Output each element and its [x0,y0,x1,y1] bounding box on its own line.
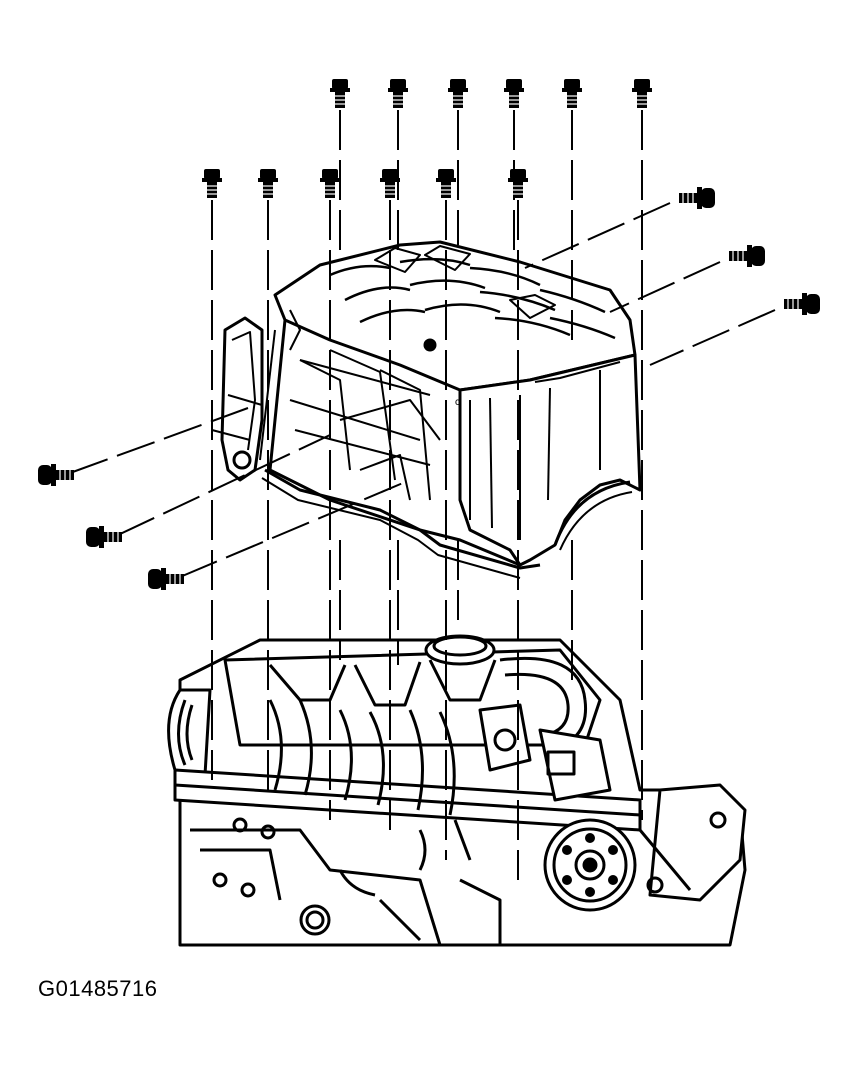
bolt-icon [387,78,409,109]
bolts-left-side [37,463,185,591]
bolt-icon [447,78,469,109]
bolt-icon [678,186,716,210]
bolt-icon [257,168,279,199]
figure-id-label: G01485716 [38,976,158,1001]
bolt-icon [631,78,653,109]
bolt-icon [319,168,341,199]
bolt-icon [329,78,351,109]
bolt-icon [201,168,223,199]
engine-block [167,634,747,947]
bolt-icon [147,567,185,591]
svg-text:c: c [455,397,460,408]
left-bracket [211,316,264,482]
alignment-lines [69,110,776,880]
bolt-icon [561,78,583,109]
bolt-icon [503,78,525,109]
bolt-icon [435,168,457,199]
bolt-icon [783,292,821,316]
bolt-icon [728,244,766,268]
bolts-front-row [201,168,529,199]
bolts-right-side [678,186,821,316]
engine-cover: c [259,240,642,579]
bolt-icon [37,463,75,487]
bolt-icon [85,525,123,549]
bolt-icon [507,168,529,199]
bolts-back-row [329,78,653,109]
